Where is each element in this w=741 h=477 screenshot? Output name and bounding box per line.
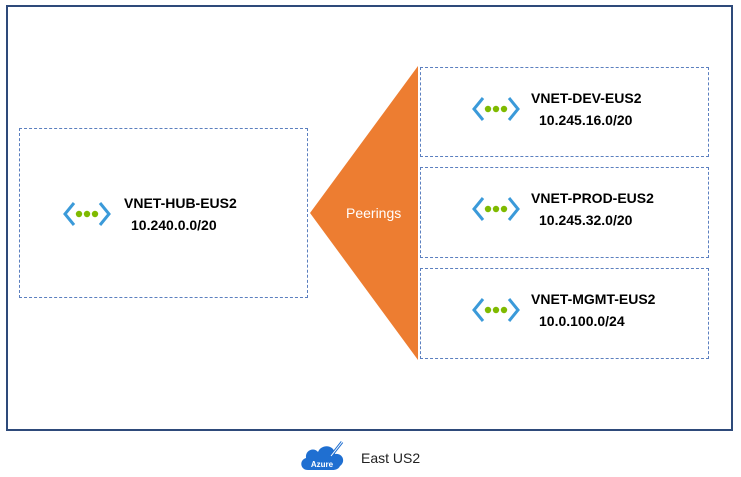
vnet-hub-box[interactable]: VNET-HUB-EUS2 10.240.0.0/20	[19, 128, 308, 298]
vnet-prod-name: VNET-PROD-EUS2	[531, 190, 654, 206]
vnet-prod-box[interactable]: VNET-PROD-EUS2 10.245.32.0/20	[420, 167, 709, 258]
peerings-triangle	[310, 66, 418, 360]
vnet-hub-cidr: 10.240.0.0/20	[131, 217, 217, 233]
vnet-dev-name: VNET-DEV-EUS2	[531, 90, 642, 106]
region-label: East US2	[361, 450, 421, 466]
vnet-mgmt-name: VNET-MGMT-EUS2	[531, 291, 656, 307]
azure-badge-label: Azure	[311, 460, 334, 469]
vnet-dev-box[interactable]: VNET-DEV-EUS2 10.245.16.0/20	[420, 67, 709, 157]
vnet-prod-cidr: 10.245.32.0/20	[539, 212, 633, 228]
virtual-network-icon	[472, 197, 520, 221]
region-boundary	[6, 5, 733, 431]
peerings-label: Peerings	[346, 205, 402, 221]
virtual-network-icon	[472, 298, 520, 322]
vnet-mgmt-cidr: 10.0.100.0/24	[539, 313, 625, 329]
vnet-dev-cidr: 10.245.16.0/20	[539, 112, 633, 128]
virtual-network-icon	[472, 97, 520, 121]
virtual-network-icon	[63, 202, 111, 226]
azure-cloud-icon: Azure	[301, 441, 344, 470]
vnet-hub-name: VNET-HUB-EUS2	[124, 195, 237, 211]
vnet-mgmt-box[interactable]: VNET-MGMT-EUS2 10.0.100.0/24	[420, 268, 709, 359]
